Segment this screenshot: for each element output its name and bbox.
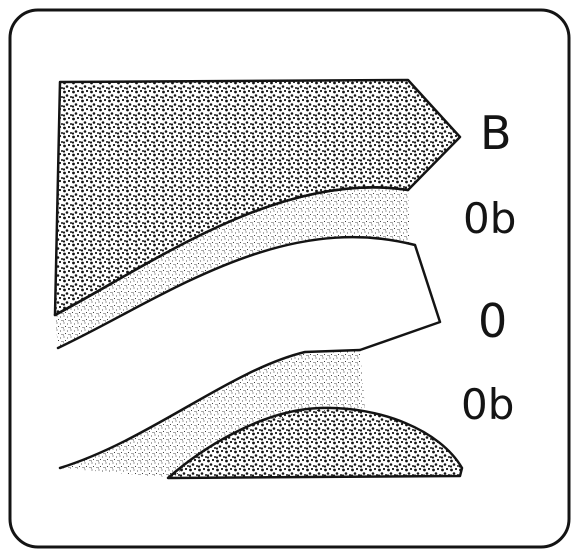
label-ob-upper: 0b	[463, 198, 516, 240]
label-b: B	[480, 110, 512, 156]
label-o: 0	[478, 298, 507, 344]
label-ob-lower: 0b	[461, 384, 514, 426]
